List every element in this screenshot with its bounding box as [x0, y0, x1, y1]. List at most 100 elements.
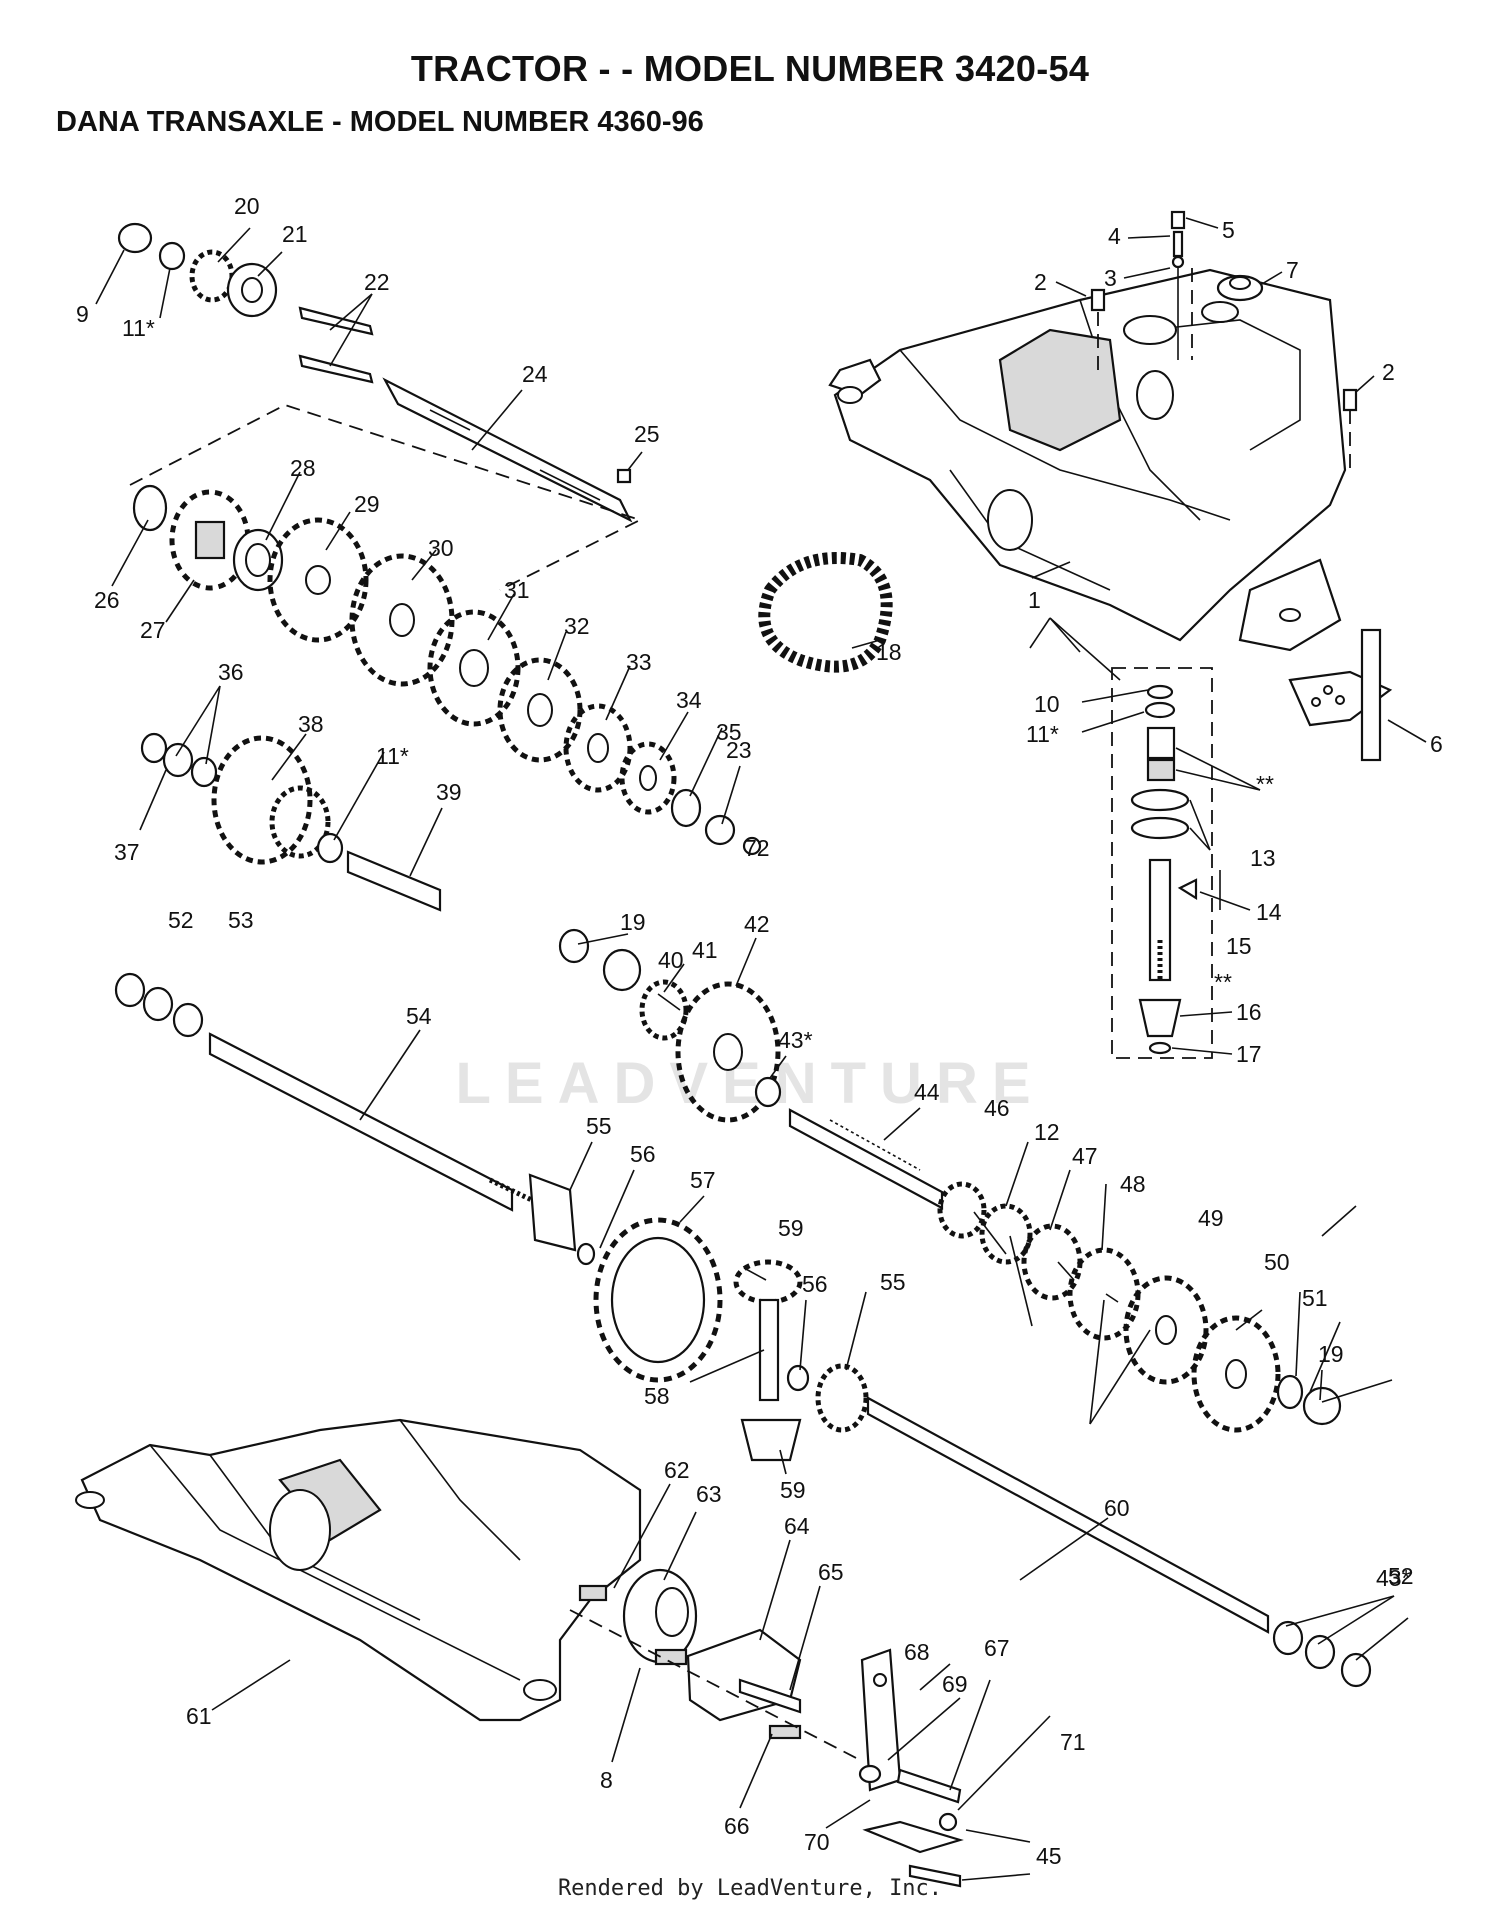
callout-label: 34 [676, 687, 702, 713]
callout-label: 47 [1072, 1143, 1098, 1169]
callout-label: 65 [818, 1559, 844, 1585]
callout-label: 70 [804, 1829, 830, 1855]
callout-label: 6 [1430, 731, 1443, 757]
callout-label: 72 [744, 835, 770, 861]
upper-small-parts [1090, 210, 1358, 470]
callout-label: ** [1256, 771, 1274, 797]
callout-label: 26 [94, 587, 120, 613]
callout-label: 50 [1264, 1249, 1290, 1275]
page-title: TRACTOR - - MODEL NUMBER 3420-54 [410, 48, 1090, 89]
callout-label: 68 [904, 1639, 930, 1665]
callout-label: 10 [1034, 691, 1060, 717]
callout-label: 59 [778, 1215, 804, 1241]
callout-label: 19 [1318, 1341, 1344, 1367]
shaft-assembly-box [1111, 667, 1213, 1059]
callout-label: 31 [504, 577, 530, 603]
callout-label: 28 [290, 455, 316, 481]
callout-label: 46 [984, 1095, 1010, 1121]
callout-label: 14 [1256, 899, 1282, 925]
brake-assembly [569, 1568, 964, 1888]
leader-lines [95, 217, 1427, 1881]
callout-label: 27 [140, 617, 166, 643]
callout-label: 15 [1226, 933, 1252, 959]
callout-label: 19 [620, 909, 646, 935]
callout-label: 44 [914, 1079, 940, 1105]
drive-chain [758, 552, 893, 673]
output-shaft-gears [788, 1108, 1342, 1433]
callout-label: 9 [76, 301, 89, 327]
callout-label: 2 [1382, 359, 1395, 385]
callout-label: 7 [1286, 257, 1299, 283]
callout-label: 33 [626, 649, 652, 675]
callout-label: 12 [1034, 1119, 1060, 1145]
callout-label: 16 [1236, 999, 1262, 1025]
callout-label: 62 [664, 1457, 690, 1483]
callout-label: 11* [376, 743, 409, 769]
callout-label: 58 [644, 1383, 670, 1409]
callout-label: 41 [692, 937, 718, 963]
callout-label: 63 [696, 1481, 722, 1507]
gear-cluster-box [129, 404, 643, 591]
callout-label: 20 [234, 193, 260, 219]
callout-label: 54 [406, 1003, 432, 1029]
callout-label: 52 [168, 907, 194, 933]
callout-label: 36 [218, 659, 244, 685]
callout-label: 53 [228, 907, 254, 933]
callout-label: 61 [186, 1703, 212, 1729]
shift-bracket [1288, 628, 1393, 762]
callout-label: 40 [658, 947, 684, 973]
callout-label: 22 [364, 269, 390, 295]
callout-label: 32 [564, 613, 590, 639]
callout-label: 25 [634, 421, 660, 447]
callout-label: 18 [876, 639, 902, 665]
callout-label: 38 [298, 711, 324, 737]
callout-label: 1 [1028, 587, 1041, 613]
callout-label: 29 [354, 491, 380, 517]
callout-label: ** [1214, 969, 1232, 995]
callout-label: 5 [1222, 217, 1235, 243]
input-shaft-group [117, 222, 633, 523]
callout-label: 43* [778, 1027, 813, 1053]
callout-label: 11* [122, 315, 155, 341]
callout-label: 48 [1120, 1171, 1146, 1197]
gear-cluster-row [132, 484, 762, 856]
callout-label: 66 [724, 1813, 750, 1839]
callout-label: 55 [586, 1113, 612, 1139]
callout-label: 64 [784, 1513, 810, 1539]
callout-label: 51 [1302, 1285, 1328, 1311]
callout-label: 57 [690, 1167, 716, 1193]
callout-label: 52 [1388, 1563, 1414, 1589]
callout-label: 56 [630, 1141, 656, 1167]
callout-label: 69 [942, 1671, 968, 1697]
vertical-shaft-assembly [1130, 684, 1198, 1055]
callout-label: 39 [436, 779, 462, 805]
axle-shaft-upper [114, 972, 596, 1266]
callout-label: 24 [522, 361, 548, 387]
callout-label: 59 [780, 1477, 806, 1503]
callout-label: 67 [984, 1635, 1010, 1661]
callout-labels: 1 2 2 3 4 5 6 7 8 9 10 11* 11* 11* 12 13… [76, 193, 1443, 1869]
countershaft-gears [558, 928, 782, 1123]
callout-label: 8 [600, 1767, 613, 1793]
callout-label: 43* [1376, 1565, 1411, 1591]
callout-label: 11* [1026, 721, 1059, 747]
callout-label: 37 [114, 839, 140, 865]
cluster-gear-row [140, 732, 442, 912]
callout-label: 60 [1104, 1495, 1130, 1521]
callout-label: 21 [282, 221, 308, 247]
callout-label: 55 [880, 1269, 906, 1295]
callout-label: 23 [726, 737, 752, 763]
callout-label: 49 [1198, 1205, 1224, 1231]
callout-label: 45 [1036, 1843, 1062, 1869]
footer-credit: Rendered by LeadVenture, Inc. [557, 1876, 943, 1901]
callout-label: 17 [1236, 1041, 1262, 1067]
callout-label: 13 [1250, 845, 1276, 871]
callout-label: 42 [744, 911, 770, 937]
callout-label: 4 [1108, 223, 1121, 249]
callout-label: 56 [802, 1271, 828, 1297]
upper-housing [828, 268, 1347, 652]
axle-shaft-lower [866, 1396, 1372, 1688]
callout-label: 3 [1104, 265, 1117, 291]
page-subtitle: DANA TRANSAXLE - MODEL NUMBER 4360-96 [56, 106, 704, 138]
